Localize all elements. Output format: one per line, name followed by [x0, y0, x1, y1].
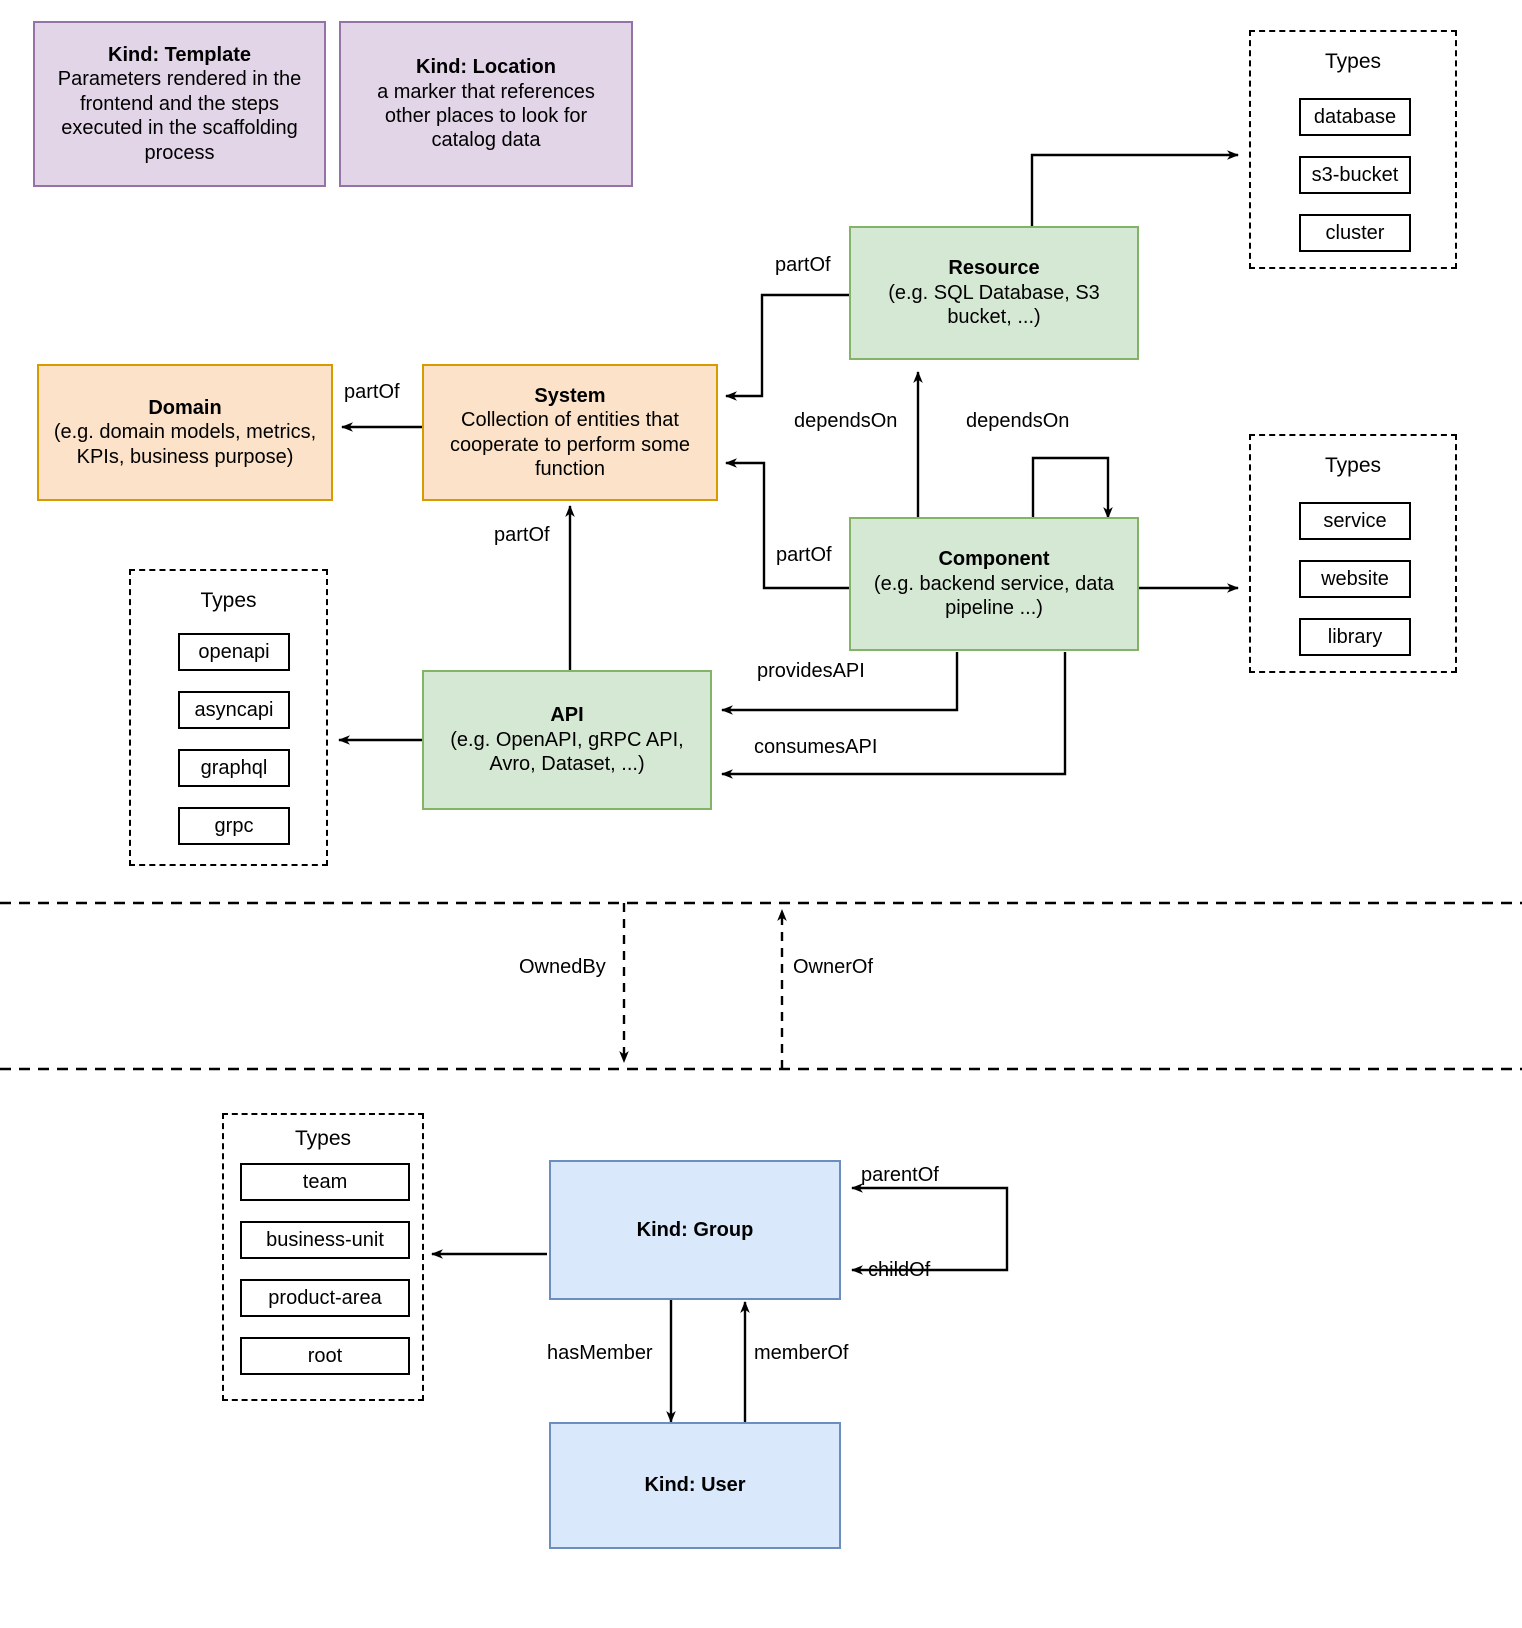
edge-label-component-partof-system: partOf	[776, 544, 832, 566]
node-kind-group[interactable]: Kind: Group	[549, 1160, 841, 1300]
type-chip[interactable]: grpc	[178, 807, 290, 845]
edge-label-group-hasmember: hasMember	[547, 1342, 653, 1364]
edge-label-ownerof: OwnerOf	[793, 956, 874, 978]
edge-label-component-dependson-component: dependsOn	[966, 410, 1070, 432]
node-title: Kind: Location	[416, 56, 556, 79]
edge-component-consumesapi-api	[721, 652, 1067, 779]
node-title: Component	[938, 548, 1050, 571]
type-chip[interactable]: root	[240, 1337, 410, 1375]
type-chip[interactable]: product-area	[240, 1279, 410, 1317]
edge-label-user-memberof: memberOf	[754, 1342, 849, 1364]
types-panel-label: Types	[1324, 50, 1382, 73]
node-resource[interactable]: Resource (e.g. SQL Database, S3 bucket, …	[849, 226, 1139, 360]
node-description: Parameters rendered in the frontend and …	[57, 68, 302, 164]
node-description: a marker that references other places to…	[377, 80, 595, 152]
node-description: (e.g. domain models, metrics, KPIs, busi…	[53, 421, 317, 468]
node-title: Kind: User	[644, 1474, 746, 1497]
node-component[interactable]: Component (e.g. backend service, data pi…	[849, 517, 1139, 651]
types-panel-api: Types openapi asyncapi graphql grpc	[129, 569, 328, 866]
types-panel-group: Types team business-unit product-area ro…	[222, 1113, 424, 1401]
edge-component-partof-system	[725, 458, 849, 590]
edge-label-api-partof-system: partOf	[494, 524, 550, 546]
node-domain[interactable]: Domain (e.g. domain models, metrics, KPI…	[37, 364, 333, 501]
edge-resource-types	[1030, 150, 1239, 227]
edge-label-system-partof-domain: partOf	[344, 381, 400, 403]
type-chip[interactable]: database	[1299, 98, 1411, 136]
edge-label-resource-partof-system: partOf	[775, 254, 831, 276]
edge-label-group-childof: childOf	[868, 1259, 931, 1281]
type-chip[interactable]: s3-bucket	[1299, 156, 1411, 194]
type-chip[interactable]: openapi	[178, 633, 290, 671]
node-description: (e.g. OpenAPI, gRPC API, Avro, Dataset, …	[450, 728, 684, 776]
edge-label-component-providesapi: providesAPI	[757, 660, 865, 682]
type-chip[interactable]: service	[1299, 502, 1411, 540]
edge-label-component-consumesapi: consumesAPI	[754, 736, 878, 758]
node-title: Resource	[948, 257, 1040, 280]
types-panel-label: Types	[200, 589, 257, 612]
edge-label-ownedby: OwnedBy	[519, 956, 606, 978]
node-description: (e.g. SQL Database, S3 bucket, ...)	[888, 281, 1100, 329]
edge-label-component-dependson-resource: dependsOn	[794, 410, 898, 432]
edge-component-dependson-component	[1031, 456, 1113, 519]
node-title: Kind: Group	[636, 1218, 754, 1241]
type-chip[interactable]: library	[1299, 618, 1411, 656]
types-panel-label: Types	[294, 1127, 352, 1150]
edge-group-childof	[851, 1244, 1009, 1275]
types-panel-resource: Types database s3-bucket cluster	[1249, 30, 1457, 269]
node-title: Domain	[148, 396, 222, 419]
node-system[interactable]: System Collection of entities that coope…	[422, 364, 718, 501]
type-chip[interactable]: asyncapi	[178, 691, 290, 729]
node-title: API	[550, 704, 584, 727]
node-title: Kind: Template	[108, 44, 251, 67]
type-chip[interactable]: graphql	[178, 749, 290, 787]
type-chip[interactable]: team	[240, 1163, 410, 1201]
type-chip[interactable]: cluster	[1299, 214, 1411, 252]
node-kind-location[interactable]: Kind: Location a marker that references …	[339, 21, 633, 187]
edge-label-group-parentof: parentOf	[861, 1164, 939, 1186]
node-kind-user[interactable]: Kind: User	[549, 1422, 841, 1549]
node-title: System	[534, 384, 606, 407]
types-panel-component: Types service website library	[1249, 434, 1457, 673]
edge-resource-partof-system	[725, 293, 849, 401]
edge-group-parentof	[851, 1183, 1009, 1244]
node-api[interactable]: API (e.g. OpenAPI, gRPC API, Avro, Datas…	[422, 670, 712, 810]
node-description: Collection of entities that cooperate to…	[449, 409, 691, 480]
node-kind-template[interactable]: Kind: Template Parameters rendered in th…	[33, 21, 326, 187]
edge-component-providesapi-api	[721, 652, 959, 715]
node-description: (e.g. backend service, data pipeline ...…	[873, 572, 1115, 620]
type-chip[interactable]: website	[1299, 560, 1411, 598]
types-panel-label: Types	[1324, 454, 1382, 477]
type-chip[interactable]: business-unit	[240, 1221, 410, 1259]
